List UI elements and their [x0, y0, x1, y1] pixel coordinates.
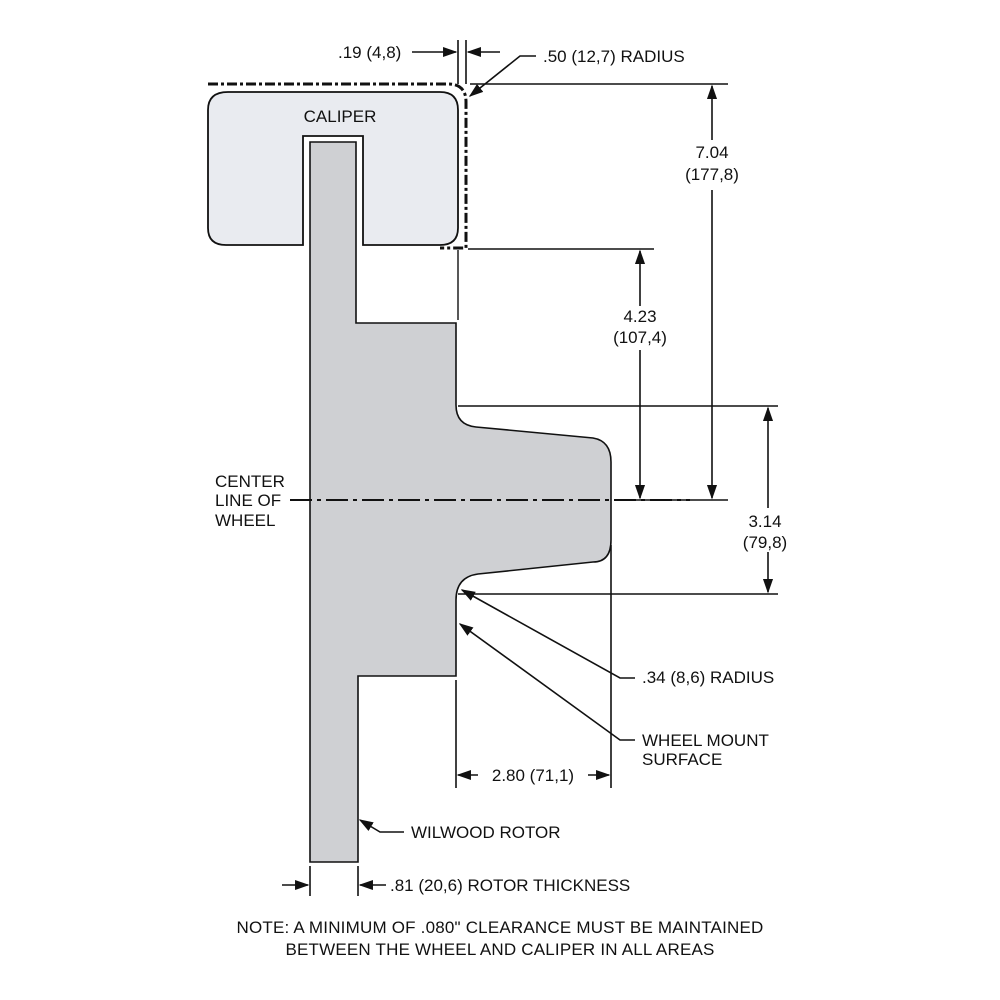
rotor-label: WILWOOD ROTOR [411, 823, 561, 842]
svg-text:WHEEL: WHEEL [215, 511, 275, 530]
top-radius-label: .50 (12,7) RADIUS [543, 47, 685, 66]
caliper-label: CALIPER [304, 107, 377, 126]
height-hub-label: 3.14 (79,8) [743, 512, 787, 552]
height-total-label: 7.04 (177,8) [685, 143, 739, 184]
fillet-radius-leader [460, 589, 635, 679]
svg-text:3.14: 3.14 [748, 512, 781, 531]
clearance-envelope [208, 82, 468, 250]
svg-text:(177,8): (177,8) [685, 165, 739, 184]
caliper-body [207, 91, 459, 246]
wheel-mount-leader [458, 623, 635, 741]
rotor-leader [358, 819, 404, 833]
svg-text:LINE OF: LINE OF [215, 491, 281, 510]
rotor-hub-shape [309, 141, 612, 863]
mount-depth-label: 2.80 (71,1) [492, 766, 574, 785]
clearance-note-line-2: BETWEEN THE WHEEL AND CALIPER IN ALL ARE… [285, 940, 715, 959]
center-line-label: CENTER LINE OF WHEEL [215, 472, 285, 530]
svg-text:(79,8): (79,8) [743, 533, 787, 552]
clearance-note-line-1: NOTE: A MINIMUM OF .080" CLEARANCE MUST … [236, 918, 764, 937]
rotor-thickness-label: .81 (20,6) ROTOR THICKNESS [390, 876, 630, 895]
offset-dimension-label: .19 (4,8) [338, 43, 401, 62]
top-radius-leader [468, 55, 536, 97]
svg-text:CENTER: CENTER [215, 472, 285, 491]
svg-text:SURFACE: SURFACE [642, 750, 722, 769]
svg-text:7.04: 7.04 [695, 143, 728, 162]
svg-text:(107,4): (107,4) [613, 328, 667, 347]
height-mid-label: 4.23 (107,4) [613, 307, 667, 347]
fillet-radius-label: .34 (8,6) RADIUS [642, 668, 774, 687]
svg-text:WHEEL MOUNT: WHEEL MOUNT [642, 731, 769, 750]
wheel-mount-label: WHEEL MOUNT SURFACE [642, 731, 769, 769]
svg-text:4.23: 4.23 [623, 307, 656, 326]
